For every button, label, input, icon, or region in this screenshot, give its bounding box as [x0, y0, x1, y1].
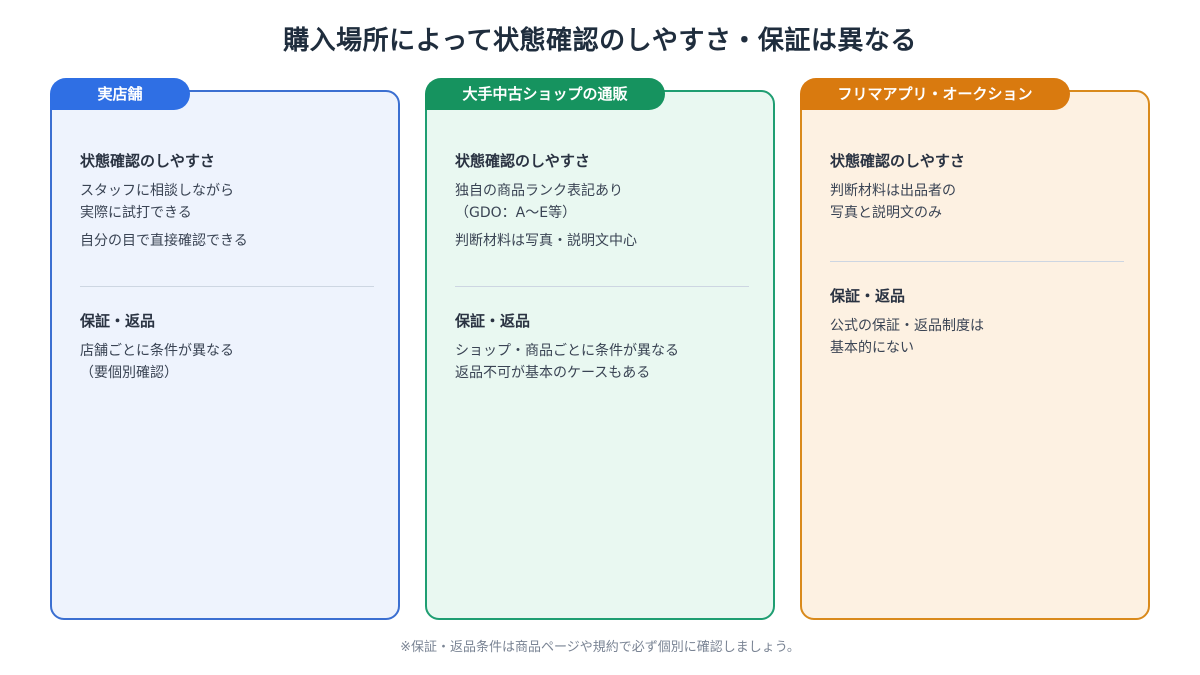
section-line: 実際に試打できる — [80, 205, 192, 221]
section-line: 写真と説明文のみ — [830, 205, 942, 221]
section-heading: 保証・返品 — [830, 287, 906, 305]
card-major-used-shop-online: 状態確認のしやすさ 独自の商品ランク表記あり （GDO：A〜E等） 判断材料は写… — [425, 90, 775, 620]
section-line: （要個別確認） — [80, 365, 178, 381]
section-heading: 状態確認のしやすさ — [455, 152, 590, 170]
section-line: ショップ・商品ごとに条件が異なる — [455, 343, 679, 359]
footnote: ※保証・返品条件は商品ページや規約で必ず個別に確認しましょう。 — [400, 640, 800, 655]
section-line: スタッフに相談しながら — [80, 183, 234, 199]
card-label-flea-market-auction: フリマアプリ・オークション — [800, 78, 1070, 110]
section-warranty-returns: 保証・返品 店舗ごとに条件が異なる （要個別確認） — [80, 310, 374, 384]
section-heading: 保証・返品 — [80, 312, 156, 330]
divider — [455, 286, 749, 287]
section-warranty-returns: 保証・返品 公式の保証・返品制度は 基本的にない — [830, 285, 1124, 359]
section-condition-check: 状態確認のしやすさ スタッフに相談しながら 実際に試打できる 自分の目で直接確認… — [80, 150, 374, 252]
section-line: 店舗ごとに条件が異なる — [80, 343, 234, 359]
section-line: 基本的にない — [830, 340, 914, 356]
section-condition-check: 状態確認のしやすさ 判断材料は出品者の 写真と説明文のみ — [830, 150, 1124, 224]
section-line: 自分の目で直接確認できる — [80, 233, 248, 249]
section-heading: 保証・返品 — [455, 312, 531, 330]
section-line: 独自の商品ランク表記あり — [455, 183, 623, 199]
section-condition-check: 状態確認のしやすさ 独自の商品ランク表記あり （GDO：A〜E等） 判断材料は写… — [455, 150, 749, 252]
section-warranty-returns: 保証・返品 ショップ・商品ごとに条件が異なる 返品不可が基本のケースもある — [455, 310, 749, 384]
divider — [80, 286, 374, 287]
section-heading: 状態確認のしやすさ — [830, 152, 965, 170]
divider — [830, 261, 1124, 262]
section-line: 公式の保証・返品制度は — [830, 318, 984, 334]
page-title: 購入場所によって状態確認のしやすさ・保証は異なる — [283, 26, 917, 56]
card-flea-market-auction: 状態確認のしやすさ 判断材料は出品者の 写真と説明文のみ 保証・返品 公式の保証… — [800, 90, 1150, 620]
section-line: 返品不可が基本のケースもある — [455, 365, 651, 381]
section-heading: 状態確認のしやすさ — [80, 152, 215, 170]
section-line: 判断材料は写真・説明文中心 — [455, 233, 637, 249]
card-label-major-used-shop-online: 大手中古ショップの通販 — [425, 78, 665, 110]
section-line: 判断材料は出品者の — [830, 183, 956, 199]
section-line: （GDO：A〜E等） — [455, 205, 577, 221]
card-label-physical-store: 実店舗 — [50, 78, 190, 110]
card-physical-store: 状態確認のしやすさ スタッフに相談しながら 実際に試打できる 自分の目で直接確認… — [50, 90, 400, 620]
